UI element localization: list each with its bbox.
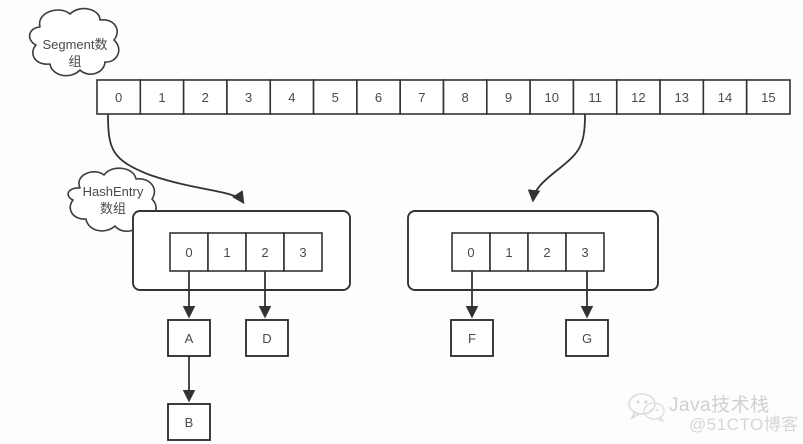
watermark-line2: @51CTO博客 — [689, 415, 799, 434]
hashentry-cloud-label-line2: 数组 — [99, 201, 126, 216]
segment-right-entry-cell-1 — [489, 232, 529, 272]
segment-array-cell-9 — [486, 79, 531, 115]
segment-array-cell-7 — [399, 79, 445, 115]
hashentry-cloud-label-line1: HashEntry — [82, 184, 144, 199]
arrow-segment11-to-right-box — [527, 113, 586, 203]
segment-cloud-label-line2: 组 — [68, 54, 82, 69]
segment-array-cell-13 — [659, 79, 705, 115]
segment-left-entry-cell-0 — [169, 232, 209, 272]
watermark: Java技术栈 @51CTO博客 — [627, 390, 798, 436]
segment-array-cell-10 — [529, 79, 575, 115]
segment-array-cell-0 — [96, 79, 142, 115]
segment-cloud-label-line1: Segment数 — [42, 37, 108, 52]
node-f — [450, 319, 494, 357]
segment-array — [96, 79, 791, 115]
node-d — [245, 319, 289, 357]
wechat-icon — [628, 393, 665, 422]
segment-array-cell-3 — [226, 79, 272, 115]
hashentry-cloud-label: HashEntry 数组 — [67, 183, 159, 217]
segment-right-entry-cell-2 — [527, 232, 567, 272]
segment-array-cell-5 — [312, 79, 358, 115]
watermark-line1: Java技术栈 — [669, 395, 770, 416]
node-a — [167, 319, 211, 357]
segment-left-entry-cell-3 — [283, 232, 323, 272]
segment-array-cell-6 — [356, 79, 401, 115]
segment-array-cell-2 — [182, 79, 228, 115]
segment-left — [132, 210, 351, 441]
segment-array-cell-12 — [615, 79, 661, 115]
segment-cloud-label: Segment数 组 — [30, 36, 120, 70]
node-b — [167, 403, 211, 441]
arrow-segment0-to-left-box — [107, 113, 245, 205]
segment-array-cell-11 — [572, 79, 618, 115]
segment-right-entry-cell-0 — [451, 232, 491, 272]
segment-array-cell-14 — [702, 79, 748, 115]
segment-array-cell-4 — [269, 79, 315, 115]
segment-left-entry-cell-2 — [245, 232, 285, 272]
segment-right-entry-cell-3 — [565, 232, 605, 272]
segment-cloud — [28, 7, 120, 77]
segment-array-cell-8 — [442, 79, 488, 115]
node-g — [565, 319, 609, 357]
segment-right — [407, 210, 659, 357]
segment-array-cell-15 — [745, 79, 791, 115]
segment-array-cell-1 — [139, 79, 185, 115]
segment-left-entry-cell-1 — [207, 232, 247, 272]
